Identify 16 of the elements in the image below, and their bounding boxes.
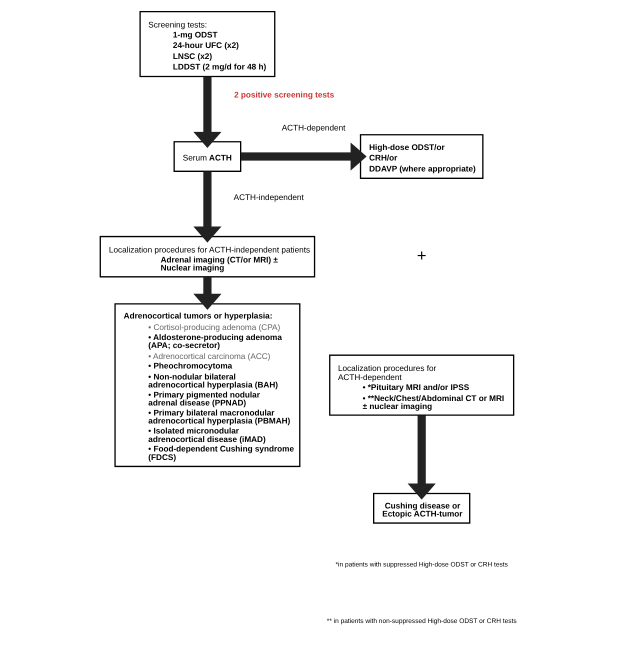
- arrow: [240, 142, 366, 171]
- label: +: [416, 246, 426, 265]
- edge-label: ACTH-dependent: [281, 124, 345, 133]
- node-box: Serum ACTH: [173, 141, 241, 172]
- arrow: [192, 277, 221, 310]
- arrow: [192, 171, 221, 243]
- arrow: [192, 76, 221, 148]
- node-box: High-dose ODST/or CRH/or DDAVP (where appropriate): [359, 134, 483, 179]
- node-box: Screening tests: 1-mg ODST 24-hour UFC (x2) LNSC (x2) LDDST (2 mg/d for 48 h): [138, 10, 275, 78]
- edge-label: 2 positive screening tests: [234, 90, 334, 100]
- node-box: Localization procedures for ACTH-dependent • *Pituitary MRI and/or IPSS • **Neck/Chest/Abdominal CT or MRI ± nuclear imaging: [328, 354, 514, 416]
- node-box: Localization procedures for ACTH-independent patients Adrenal imaging (CT/or MRI) ± Nuclear imaging: [99, 236, 315, 278]
- arrow: [407, 415, 436, 500]
- node-box: Cushing disease or Ectopic ACTH-tumor: [372, 492, 470, 524]
- edge-label: ACTH-independent: [233, 193, 304, 202]
- node-box: Adrenocortical tumors or hyperplasia: • Cortisol-producing adenoma (CPA) • Aldosterone-producing adenoma (APA; co-secretor) • Adrenocortical carcinoma (ACC) • Pheochromocytoma • Non-nodular bilateral adrenocortical hyperplasia (BAH) • Primary pigmented nodular adrenal disease (PPNAD) • Primary bilateral macronodular adrenocortical hyperplasia (PBMAH) • Isolated micronodular adrenocortical disease (iMAD) • Food-dependent Cushing syndrome (FDCS): [114, 303, 300, 468]
